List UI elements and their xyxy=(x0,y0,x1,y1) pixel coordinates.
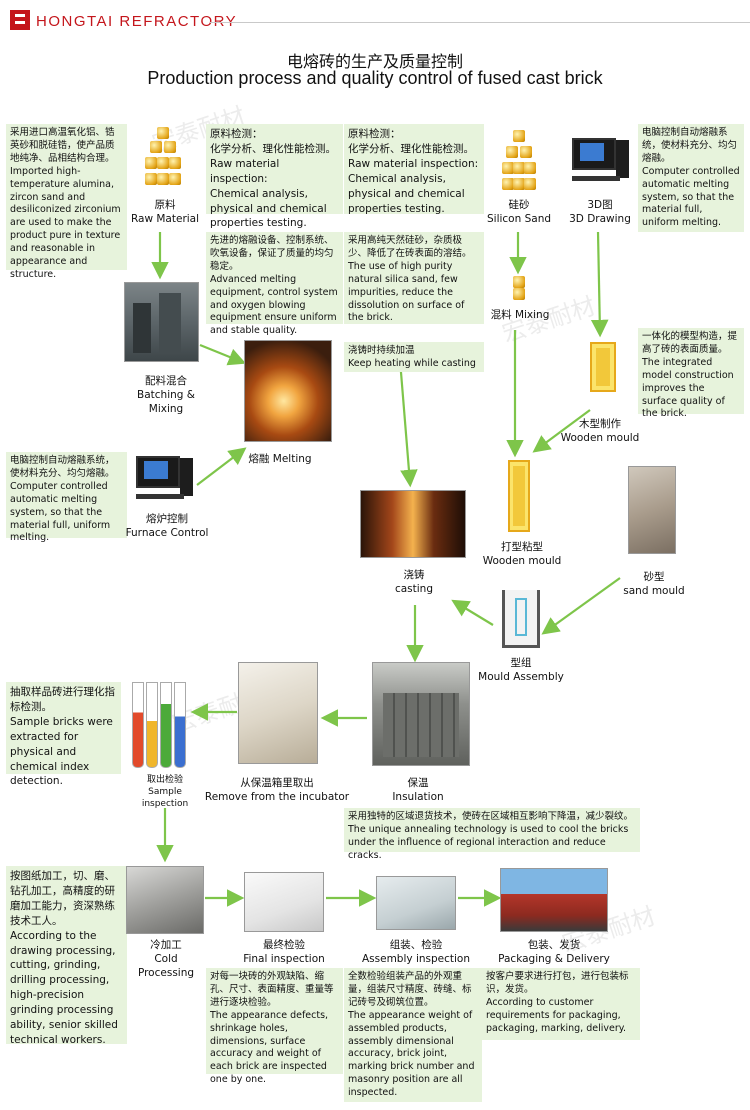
label-casting: 浇铸 casting xyxy=(394,569,434,596)
note-keep-heating: 浇铸时持续加温 Keep heating while casting xyxy=(344,342,484,372)
label-sand-mould: 砂型 sand mould xyxy=(623,571,685,598)
cold-processing-photo xyxy=(126,866,204,934)
note-computer-control-left: 电脑控制自动熔融系统，使材料充分、均匀熔融。 Computer controll… xyxy=(6,452,127,543)
final-inspection-photo xyxy=(244,872,324,932)
arrow xyxy=(590,231,609,338)
note-raw-material: 采用进口高温氧化铝、锆英砂和脱硅锆，使产品质地纯净、品相结构合理。 Import… xyxy=(6,124,127,280)
mould-assembly-icon xyxy=(502,590,540,648)
title-chinese: 电熔砖的生产及质量控制 xyxy=(286,52,463,71)
header: HONGTAI REFRACTORY xyxy=(0,0,750,38)
note-final-inspection: 对每一块砖的外观缺陷、缩孔、尺寸、表面精度、重量等进行逐块检验。 The app… xyxy=(206,968,343,1085)
melting-photo xyxy=(244,340,332,442)
label-melting: 熔融 Melting xyxy=(248,453,312,465)
brand-logo-icon xyxy=(10,10,30,30)
note-sample-bricks: 抽取样品砖进行理化指标检测。 Sample bricks were extrac… xyxy=(6,682,121,787)
label-wooden-mould: 木型制作 Wooden mould xyxy=(560,418,640,445)
title-english: Production process and quality control o… xyxy=(147,68,603,88)
label-furnace-control: 熔炉控制 Furnace Control xyxy=(125,513,209,540)
label-wooden-mould-2: 打型粘型 Wooden mould xyxy=(482,541,562,568)
note-packaging: 按客户要求进行打包，进行包装标识，发货。 According to custom… xyxy=(482,968,640,1040)
wooden-mould-icon xyxy=(590,342,616,392)
label-silicon-sand: 硅砂 Silicon Sand xyxy=(486,199,552,226)
arrow xyxy=(199,343,247,366)
test-tubes-icon xyxy=(128,676,192,772)
assembly-inspection-photo xyxy=(376,876,456,930)
label-mixing: 混料 Mixing xyxy=(490,309,550,321)
label-batching: 配料混合 Batching & Mixing xyxy=(137,375,195,416)
note-raw-inspection-1: 原料检测： 化学分析、理化性能检测。 Raw material inspecti… xyxy=(206,124,343,229)
header-divider xyxy=(210,22,750,23)
note-silica-sand: 采用高纯天然硅砂，杂质极少、降低了在砖表面的溶结。 The use of hig… xyxy=(344,232,484,324)
remove-incubator-photo xyxy=(238,662,318,764)
label-3d-drawing: 3D图 3D Drawing xyxy=(569,199,631,226)
arrow xyxy=(541,577,621,635)
label-assembly-inspection: 组装、检验 Assembly inspection xyxy=(362,939,470,966)
casting-photo xyxy=(360,490,466,558)
label-final-inspection: 最终检验 Final inspection xyxy=(243,939,325,966)
packaging-photo xyxy=(500,868,608,932)
computer-icon xyxy=(136,456,196,511)
note-raw-inspection-2: 原料检测： 化学分析、理化性能检测。 Raw material inspecti… xyxy=(344,124,484,215)
label-packaging: 包装、发货 Packaging & Delivery xyxy=(498,939,610,966)
arrow xyxy=(196,447,247,486)
wooden-mould-pattern-icon xyxy=(508,460,530,532)
note-drawing-processing: 按图纸加工，切、磨、钻孔加工，高精度的研磨加工能力，资深熟练技术工人。 Acco… xyxy=(6,866,127,1046)
insulation-photo xyxy=(372,662,470,766)
mixing-icon xyxy=(512,276,526,302)
arrow xyxy=(398,359,418,488)
note-annealing: 采用独特的区域退货技术，使砖在区域相互影响下降温，减少裂纹。 The uniqu… xyxy=(344,808,640,861)
note-advanced-equipment: 先进的熔融设备、控制系统、吹氧设备，保证了质量的均匀稳定。 Advanced m… xyxy=(206,232,343,336)
batching-photo xyxy=(124,282,199,362)
label-sample-inspection: 取出检验 Sample inspection xyxy=(141,775,189,810)
label-mould-assembly: 型组 Mould Assembly xyxy=(478,657,564,684)
label-insulation: 保温 Insulation xyxy=(392,777,444,804)
raw-material-icon xyxy=(143,125,183,195)
note-assembly-inspection: 全数检验组装产品的外观重量，组装尺寸精度、砖缝、标记砖号及砌筑位置。 The a… xyxy=(344,968,482,1102)
label-remove: 从保温箱里取出 Remove from the incubator xyxy=(204,777,350,804)
note-integrated-model: 一体化的模型构造，提高了砖的表面质量。 The integrated model… xyxy=(638,328,744,419)
silicon-sand-icon xyxy=(502,128,536,194)
arrow xyxy=(532,409,591,453)
brand-name: HONGTAI REFRACTORY xyxy=(36,13,238,30)
computer-icon xyxy=(572,138,632,193)
label-cold-processing: 冷加工 Cold Processing xyxy=(137,939,195,980)
note-computer-control-top: 电脑控制自动熔融系统，使材料充分、均匀熔融。 Computer controll… xyxy=(638,124,744,232)
label-raw-material: 原料 Raw Material xyxy=(130,199,200,226)
arrow xyxy=(451,599,494,626)
sand-mould-photo xyxy=(628,466,676,554)
